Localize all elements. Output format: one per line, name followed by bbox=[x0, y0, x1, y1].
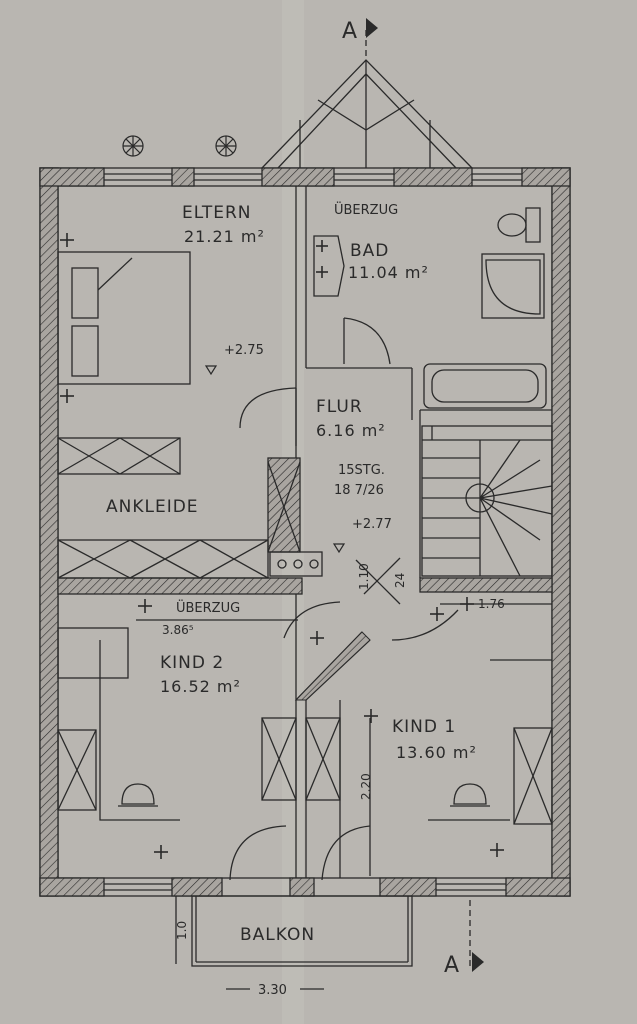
balcony-outline bbox=[191, 895, 413, 967]
room-area-bad: 11.04 m² bbox=[348, 263, 429, 282]
section-arrow-bottom bbox=[472, 952, 484, 972]
room-name-kind2: KIND 2 bbox=[160, 653, 224, 673]
label-ueberzug-top: ÜBERZUG bbox=[334, 201, 398, 218]
shower bbox=[481, 253, 545, 319]
room-name-bad: BAD bbox=[350, 241, 389, 261]
bathtub bbox=[423, 363, 547, 409]
room-name-flur: FLUR bbox=[316, 397, 363, 417]
section-arrow-top bbox=[366, 18, 378, 38]
room-area-kind1: 13.60 m² bbox=[396, 743, 477, 762]
section-label-top: A bbox=[342, 19, 357, 44]
room-area-eltern: 21.21 m² bbox=[184, 227, 265, 246]
double-sink bbox=[313, 235, 345, 297]
room-area-flur: 6.16 m² bbox=[316, 421, 386, 440]
room-name-eltern: ELTERN bbox=[182, 203, 252, 223]
dim-10: 1.0 bbox=[175, 921, 189, 940]
dim-24: 24 bbox=[393, 573, 407, 588]
hatched-walls bbox=[39, 167, 571, 897]
markers bbox=[60, 18, 504, 972]
plan-lines bbox=[39, 30, 571, 967]
dim-176: 1.76 bbox=[478, 597, 505, 611]
room-name-ankleide: ANKLEIDE bbox=[106, 497, 199, 517]
wardrobe-upper bbox=[57, 437, 181, 475]
room-name-kind1: KIND 1 bbox=[392, 717, 456, 737]
dim-330: 3.30 bbox=[258, 983, 287, 998]
label-ueberzug-mid: ÜBERZUG bbox=[176, 599, 240, 616]
dim-110: 1.10 bbox=[357, 563, 371, 590]
bed bbox=[57, 251, 191, 385]
room-area-kind2: 16.52 m² bbox=[160, 677, 241, 696]
stairs-count: 15STG. bbox=[338, 463, 385, 478]
inner-wall-outline bbox=[57, 185, 553, 879]
wardrobe-lower bbox=[57, 539, 269, 579]
stairs-rise: 18 7/26 bbox=[334, 483, 384, 498]
dim-220: 2.20 bbox=[359, 773, 373, 800]
room-name-balkon: BALKON bbox=[240, 925, 315, 945]
level-eltern: +2.75 bbox=[224, 343, 264, 358]
level-flur: +2.77 bbox=[352, 517, 392, 532]
toilet bbox=[525, 207, 541, 243]
dim-386: 3.86⁵ bbox=[162, 623, 194, 637]
section-label-bottom: A bbox=[444, 953, 459, 978]
outer-wall-outline bbox=[39, 167, 571, 897]
staircase bbox=[421, 425, 553, 577]
